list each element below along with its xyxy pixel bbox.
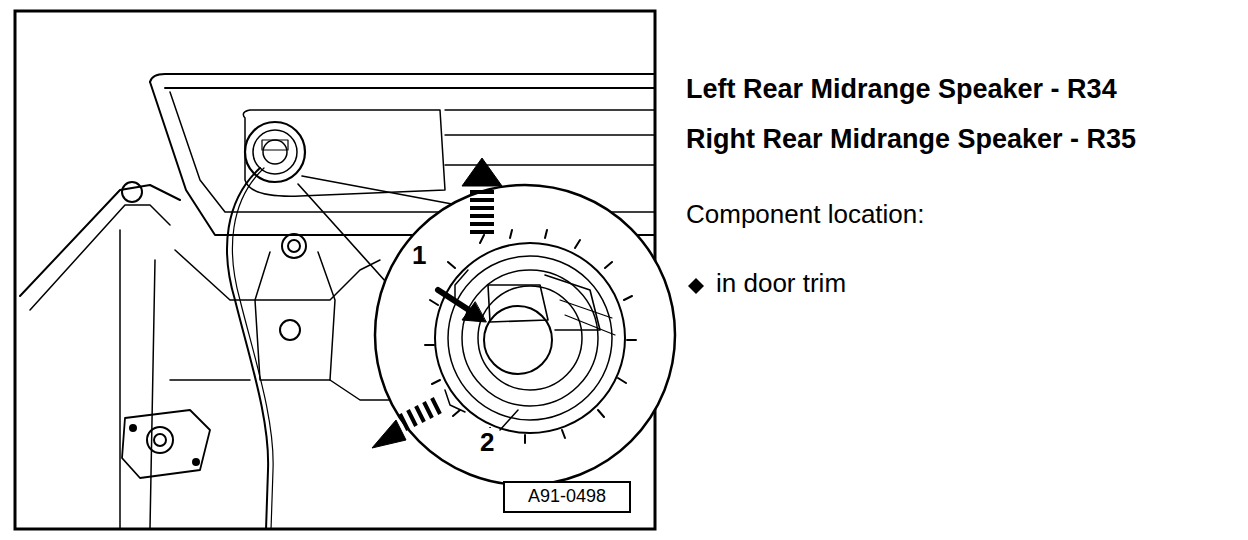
trim-edge	[165, 87, 654, 89]
rivet	[130, 425, 136, 431]
speaker-wire	[227, 168, 268, 528]
callout-leader	[500, 410, 518, 430]
bolt	[282, 234, 306, 258]
speaker-wire	[560, 300, 615, 335]
arrow-dash	[470, 192, 494, 232]
zoom-leader	[298, 184, 386, 282]
callout-number: 2	[480, 428, 494, 458]
door-frame	[30, 205, 170, 310]
speaker-small	[253, 130, 297, 174]
arrowhead	[462, 158, 502, 186]
speaker-small	[245, 122, 305, 182]
speaker-ring	[462, 270, 598, 406]
component-title: Left Rear Midrange Speaker - R34	[686, 74, 1117, 105]
mounting-tab	[425, 230, 636, 443]
door-frame	[20, 185, 180, 296]
figure-id-box: A91-0498	[503, 481, 631, 513]
direction-arrow-down	[372, 398, 440, 448]
tab-edge	[445, 270, 468, 412]
location-item: in door trim	[716, 269, 846, 299]
zoom-leader	[302, 176, 452, 204]
location-heading: Component location:	[686, 200, 924, 230]
speaker-small	[262, 140, 288, 150]
connector-housing	[545, 275, 600, 330]
speaker-small	[263, 140, 287, 164]
door-frame	[120, 230, 155, 528]
magnified-speaker	[375, 185, 675, 485]
callout-arrow	[438, 290, 472, 312]
rivet	[193, 459, 199, 465]
frame-knob	[122, 182, 142, 202]
trim-line	[445, 110, 654, 165]
connector-housing	[488, 285, 548, 322]
speaker-ring	[435, 243, 625, 433]
zoom-circle	[375, 185, 675, 485]
figure-id: A91-0498	[515, 487, 619, 507]
panel-edge	[170, 380, 390, 400]
callout-number: 1	[412, 241, 426, 271]
speaker-ring	[448, 256, 612, 420]
speaker-magnet	[484, 306, 552, 374]
panel-edge	[175, 250, 380, 300]
hole	[280, 320, 300, 340]
bracket-bolt	[154, 434, 166, 446]
direction-arrow-up	[462, 158, 502, 232]
bracket	[122, 410, 210, 478]
trim-edge	[150, 74, 654, 82]
callout-arrow	[462, 302, 486, 322]
arrow-dash	[400, 398, 440, 430]
speaker-wire	[232, 168, 273, 528]
component-title: Right Rear Midrange Speaker - R35	[686, 124, 1136, 155]
arrowhead	[372, 420, 406, 448]
bullet-diamond	[688, 278, 704, 294]
pillar	[255, 252, 335, 380]
trim-edge	[170, 92, 654, 212]
bracket-bolt	[147, 427, 173, 453]
bolt	[288, 240, 300, 252]
